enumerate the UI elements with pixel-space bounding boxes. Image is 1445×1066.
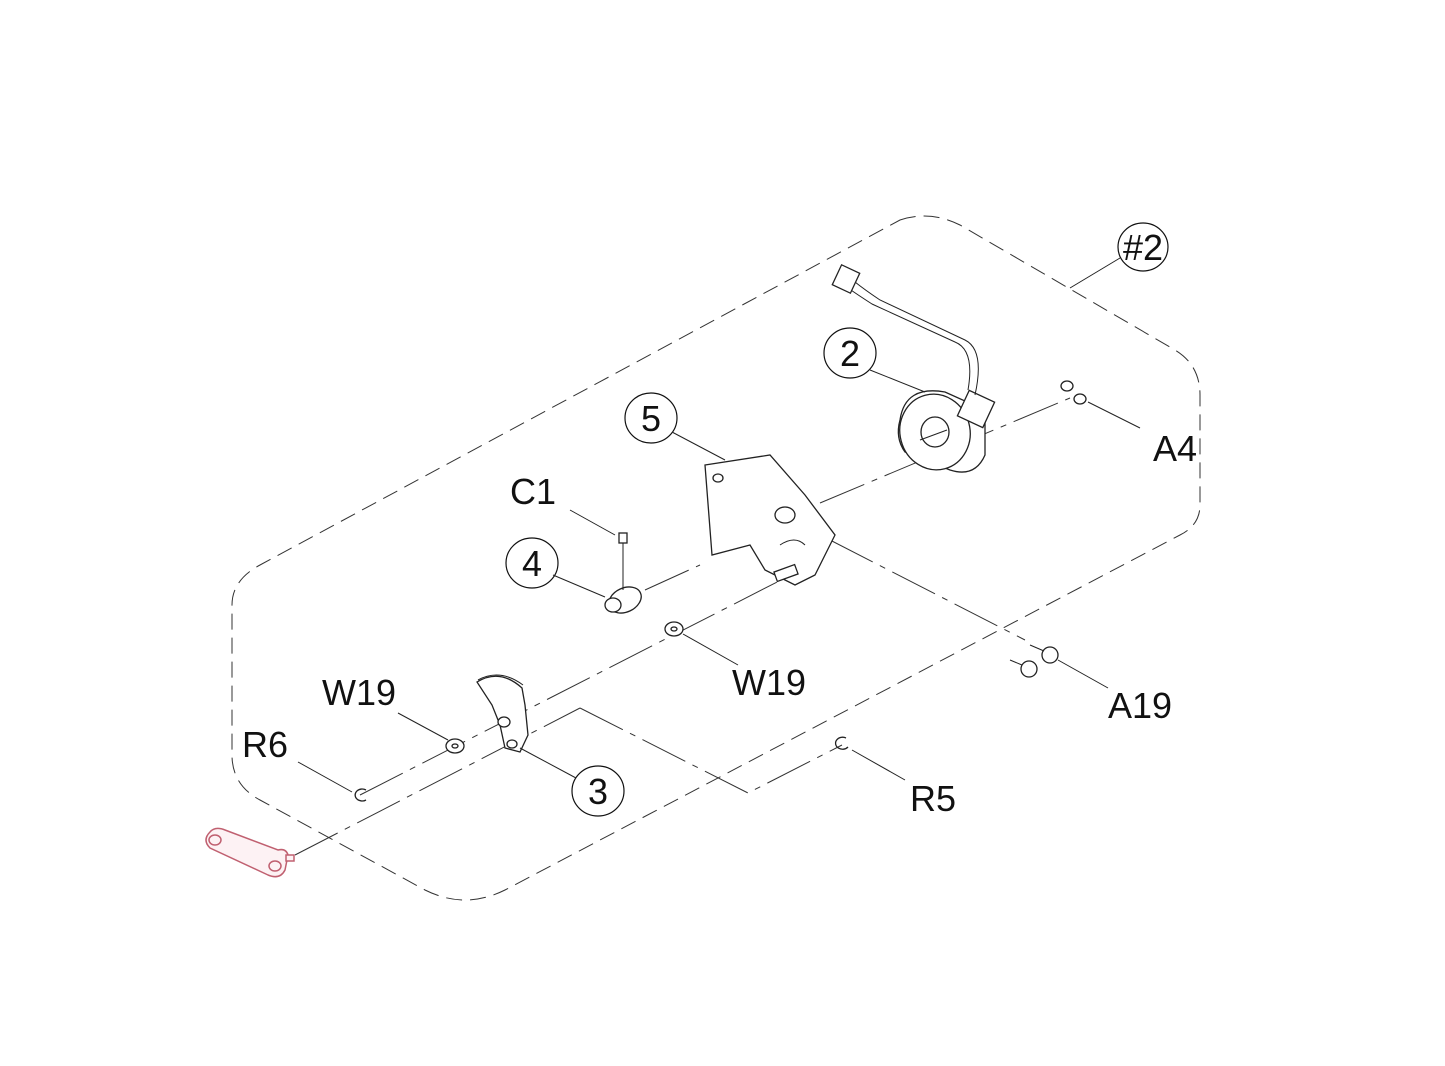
callout-5[interactable]: 5 <box>624 392 678 444</box>
callout-4[interactable]: 4 <box>505 537 559 589</box>
gear-axis-line <box>644 564 701 591</box>
link-arm-part[interactable] <box>205 827 295 878</box>
leader-w19-left <box>397 712 449 741</box>
label-a19: A19 <box>1108 685 1172 726</box>
leader-c1 <box>569 509 616 536</box>
motor-part[interactable] <box>831 263 996 478</box>
screws-a4[interactable] <box>1060 380 1087 405</box>
callout-2[interactable]: 2 <box>823 327 877 379</box>
screw-axis-line <box>829 539 1026 641</box>
leader-4 <box>552 574 606 598</box>
ering-r5[interactable] <box>834 736 849 750</box>
assembly-label: #2 <box>1123 227 1163 268</box>
label-c1: C1 <box>510 471 556 512</box>
lower-shaft-line <box>359 577 786 796</box>
leader-3 <box>519 747 577 779</box>
washer-w19-left[interactable] <box>445 738 465 754</box>
leader-r6 <box>297 761 353 793</box>
screws-a19[interactable] <box>1009 644 1059 678</box>
assembly-boundary <box>231 215 1201 901</box>
svg-text:5: 5 <box>641 398 661 439</box>
svg-text:3: 3 <box>588 771 608 812</box>
leader-a19 <box>1057 659 1109 689</box>
callout-3[interactable]: 3 <box>571 765 625 817</box>
label-w19-right: W19 <box>732 662 806 703</box>
leader-w19-right <box>682 633 739 666</box>
bracket-part[interactable] <box>704 454 836 586</box>
label-r6: R6 <box>242 724 288 765</box>
label-a4: A4 <box>1153 428 1197 469</box>
assembly-callout[interactable]: #2 <box>1117 222 1169 272</box>
label-r5: R5 <box>910 778 956 819</box>
assembly-leader <box>1069 257 1121 289</box>
leader-r5 <box>851 749 906 781</box>
svg-text:4: 4 <box>522 543 542 584</box>
leader-5 <box>671 431 726 461</box>
label-w19-left: W19 <box>322 672 396 713</box>
motor-axis-line <box>819 397 1071 504</box>
leader-2 <box>869 369 926 393</box>
ering-r6[interactable] <box>354 788 367 802</box>
leader-a4 <box>1087 401 1141 429</box>
link-axis-line <box>294 707 581 856</box>
lever-part[interactable] <box>476 674 529 753</box>
washer-w19-right[interactable] <box>664 621 684 637</box>
gear-part[interactable] <box>604 532 646 618</box>
svg-text:2: 2 <box>840 333 860 374</box>
